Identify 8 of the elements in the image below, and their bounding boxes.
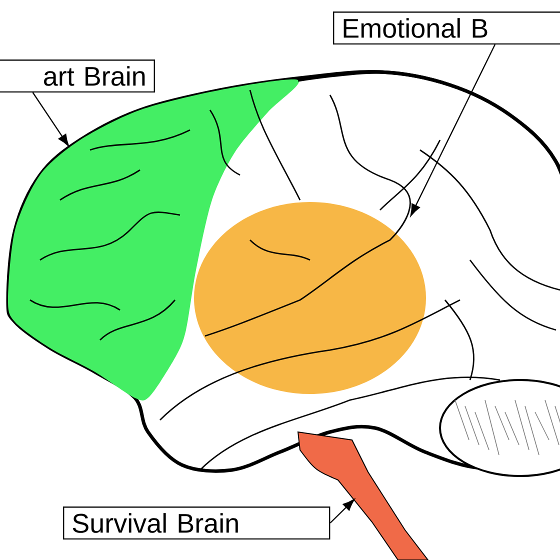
label-box: art Brain — [0, 60, 155, 93]
leader-line — [330, 499, 355, 524]
leader-line — [410, 44, 496, 216]
label-box: Emotional B — [333, 12, 560, 45]
leader-line — [32, 92, 69, 146]
brainstem-region — [298, 432, 428, 560]
limbic-region — [194, 202, 426, 394]
label-box: Survival Brain — [63, 506, 330, 540]
